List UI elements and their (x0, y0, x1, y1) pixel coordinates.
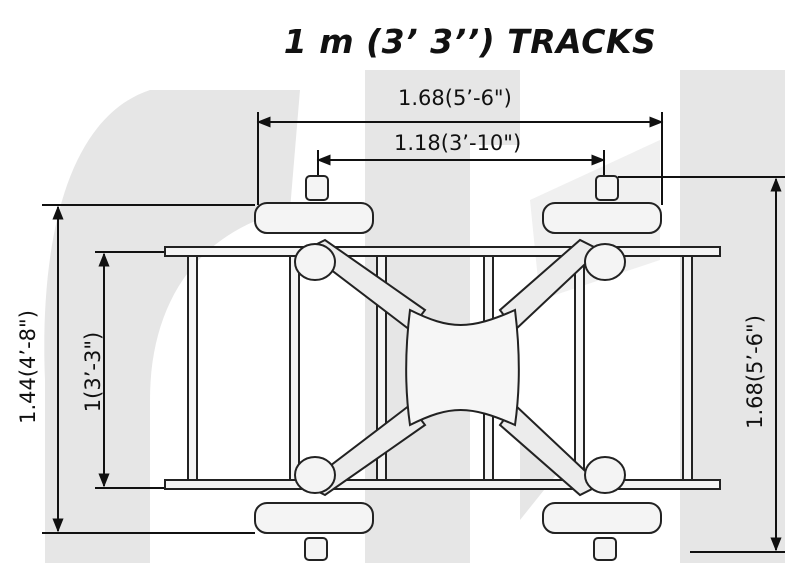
wheel-front-right (542, 202, 662, 234)
wheel-front-left (254, 202, 374, 234)
wheel-rear-right (542, 502, 662, 534)
outer-width-label: 1.68(5’-6") (398, 86, 512, 110)
width-dimension-lines (256, 112, 664, 205)
outer-length-left-label: 1.44(4’-8") (16, 310, 40, 424)
track-length-label: 1(3’-3") (81, 331, 105, 413)
wheels (254, 202, 662, 534)
page-title: 1 m (3’ 3’’) TRACKS (283, 22, 657, 61)
inner-width-label: 1.18(3’-10") (394, 131, 522, 155)
hubs (294, 175, 626, 561)
length-dimension-lines (42, 176, 785, 553)
outer-length-right-label: 1.68(5’-6") (743, 315, 767, 429)
wheel-rear-left (254, 502, 374, 534)
